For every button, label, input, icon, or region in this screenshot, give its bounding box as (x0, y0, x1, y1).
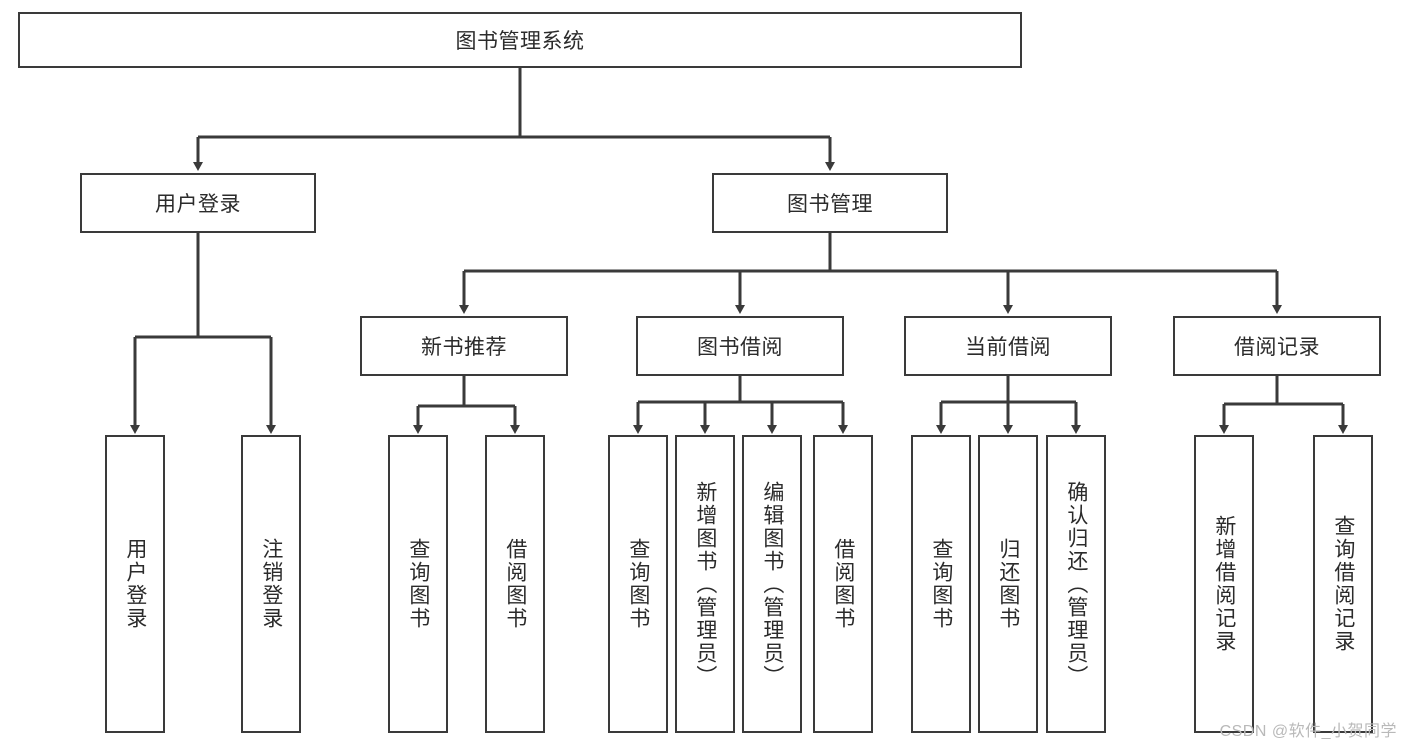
leaf-label: 查询图书 (929, 538, 953, 630)
leaf-user-login-login[interactable]: 用户登录 (105, 435, 165, 733)
node-book-borrow[interactable]: 图书借阅 (636, 316, 844, 376)
leaf-label: 借阅图书 (503, 538, 527, 630)
leaf-label: 新增借阅记录 (1212, 515, 1236, 653)
node-book-management-label: 图书管理 (787, 193, 873, 216)
leaf-label: 查询图书 (406, 538, 430, 630)
leaf-current-query-book[interactable]: 查询图书 (911, 435, 971, 733)
leaf-new-book-borrow[interactable]: 借阅图书 (485, 435, 545, 733)
leaf-label: 用户登录 (123, 538, 147, 630)
leaf-label: 借阅图书 (831, 538, 855, 630)
watermark: CSDN @软件_小贺同学 (1219, 723, 1397, 740)
leaf-label: 编辑图书（管理员） (760, 480, 784, 688)
node-borrow-records[interactable]: 借阅记录 (1173, 316, 1381, 376)
leaf-borrow-borrow-book[interactable]: 借阅图书 (813, 435, 873, 733)
node-root[interactable]: 图书管理系统 (18, 12, 1022, 68)
leaf-current-return-book[interactable]: 归还图书 (978, 435, 1038, 733)
leaf-borrow-query-book[interactable]: 查询图书 (608, 435, 668, 733)
leaf-label: 查询图书 (626, 538, 650, 630)
leaf-label: 查询借阅记录 (1331, 515, 1355, 653)
node-borrow-records-label: 借阅记录 (1234, 336, 1320, 359)
leaf-label: 确认归还（管理员） (1064, 480, 1088, 688)
leaf-label: 归还图书 (996, 538, 1020, 630)
leaf-label: 新增图书（管理员） (693, 480, 717, 688)
leaf-current-confirm-return-admin[interactable]: 确认归还（管理员） (1046, 435, 1106, 733)
leaf-borrow-edit-book-admin[interactable]: 编辑图书（管理员） (742, 435, 802, 733)
node-current-borrow-label: 当前借阅 (965, 336, 1051, 359)
leaf-records-query-record[interactable]: 查询借阅记录 (1313, 435, 1373, 733)
node-user-login-label: 用户登录 (155, 193, 241, 216)
leaf-new-book-query[interactable]: 查询图书 (388, 435, 448, 733)
node-book-borrow-label: 图书借阅 (697, 336, 783, 359)
node-root-label: 图书管理系统 (455, 30, 585, 53)
node-new-book-recommend[interactable]: 新书推荐 (360, 316, 568, 376)
node-new-book-recommend-label: 新书推荐 (421, 336, 507, 359)
node-user-login[interactable]: 用户登录 (80, 173, 316, 233)
leaf-user-login-logout[interactable]: 注销登录 (241, 435, 301, 733)
node-current-borrow[interactable]: 当前借阅 (904, 316, 1112, 376)
leaf-label: 注销登录 (259, 538, 283, 630)
node-book-management[interactable]: 图书管理 (712, 173, 948, 233)
leaf-borrow-add-book-admin[interactable]: 新增图书（管理员） (675, 435, 735, 733)
leaf-records-add-record[interactable]: 新增借阅记录 (1194, 435, 1254, 733)
